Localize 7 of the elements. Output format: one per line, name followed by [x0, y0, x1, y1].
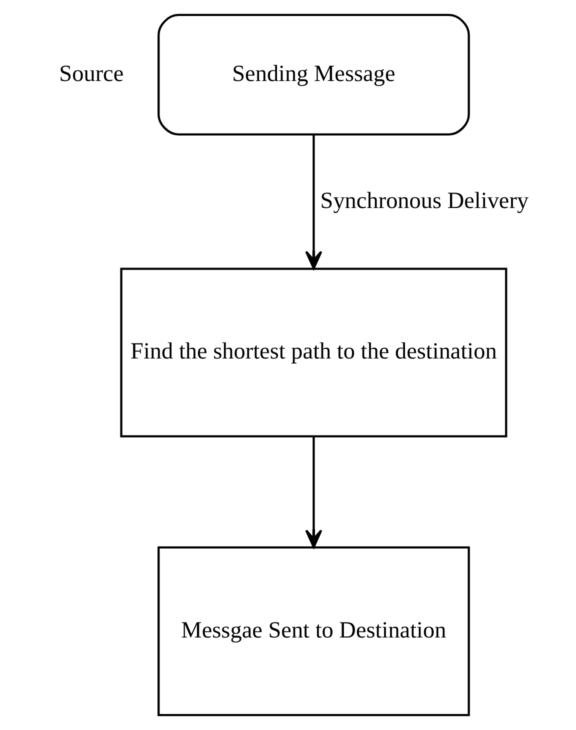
arrow: [305, 436, 322, 548]
arrow: [305, 134, 322, 270]
edge-label: Synchronous Delivery: [320, 188, 529, 214]
node-box: Sending Message: [158, 14, 470, 136]
node-label: Source: [59, 60, 124, 87]
node-box: Find the shortest path to the destination: [120, 268, 508, 438]
node-box: Messgae Sent to Destination: [158, 546, 470, 716]
